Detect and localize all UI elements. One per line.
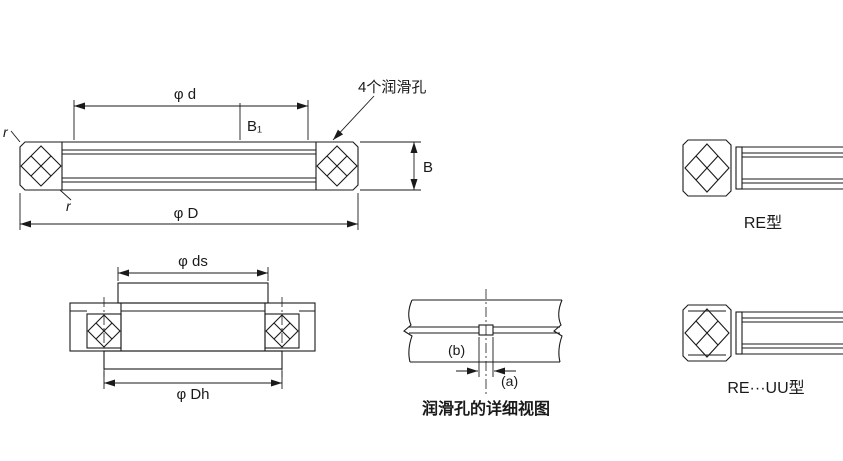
centerline (103, 297, 283, 377)
lube-holes-leader (332, 95, 375, 141)
outer-diameter-label: φ D (174, 205, 199, 222)
mounting-outline (69, 282, 316, 370)
fillet-bottom-label: r (66, 198, 72, 214)
ring-rails (62, 141, 316, 191)
re-uu-type-label: RE···UU型 (727, 379, 804, 397)
fillet-bottom-leader (59, 189, 72, 201)
leader-line (59, 189, 72, 201)
shaft-flange-plate (117, 282, 269, 304)
ring-section (403, 299, 563, 363)
left-break-line (403, 299, 413, 363)
dim-outer-diameter (19, 193, 359, 230)
main-section-view: φ d B₁ 4个润滑孔 B r r (3, 79, 433, 230)
seal-lines (688, 310, 726, 356)
housing-bore-diameter-label: φ Dh (176, 386, 209, 403)
ring-block (682, 304, 732, 362)
dim-shaft-seat-diameter (117, 267, 269, 281)
shaft-seat-diameter-label: φ ds (178, 253, 208, 270)
crossed-roller-symbol (684, 143, 730, 193)
detail-view-caption: 润滑孔的详细视图 (422, 399, 550, 418)
ring-rails (742, 146, 843, 190)
fillet-left-leader (10, 130, 21, 143)
extension-lines (478, 337, 494, 377)
mounted-section-view: φ ds φ Dh (69, 253, 316, 403)
housing-spigot (103, 350, 283, 370)
lube-hole-detail-view: (b) (a) 润滑孔的详细视图 (403, 289, 563, 418)
fillet-left-label: r (3, 124, 9, 140)
spacer-strip (735, 146, 743, 190)
roller-centerlines (103, 297, 283, 377)
re-type-label: RE型 (744, 214, 782, 232)
re-type-view: RE型 (682, 139, 843, 232)
leader-line (332, 95, 375, 141)
hole-depth-label: (b) (448, 342, 465, 358)
dim-housing-bore-diameter (103, 371, 283, 389)
ring-block (682, 139, 732, 197)
dim-bore-diameter (73, 100, 309, 140)
left-crossed-roller-symbol (20, 145, 62, 187)
outer-ring-width-label: B (423, 159, 433, 176)
spacer-strip (735, 311, 743, 355)
dim-outer-ring-width (360, 141, 421, 191)
lube-holes-label: 4个润滑孔 (358, 79, 426, 96)
inner-ring-width-label: B₁ (247, 118, 262, 135)
dim-hole-width (456, 337, 516, 377)
re-uu-section (682, 304, 843, 362)
re-section (682, 139, 843, 197)
extension-lines (360, 141, 421, 191)
ring-rails (742, 311, 843, 355)
re-uu-type-view: RE···UU型 (682, 304, 843, 397)
right-crossed-roller-symbol (316, 145, 358, 187)
bearing-outline (19, 141, 359, 191)
hole-width-label: (a) (501, 373, 518, 389)
leader-line (10, 130, 21, 143)
crossed-roller-symbol (684, 308, 730, 358)
inner-wall-lines (120, 303, 266, 351)
right-break-line (553, 299, 563, 363)
bore-diameter-label: φ d (174, 86, 196, 103)
